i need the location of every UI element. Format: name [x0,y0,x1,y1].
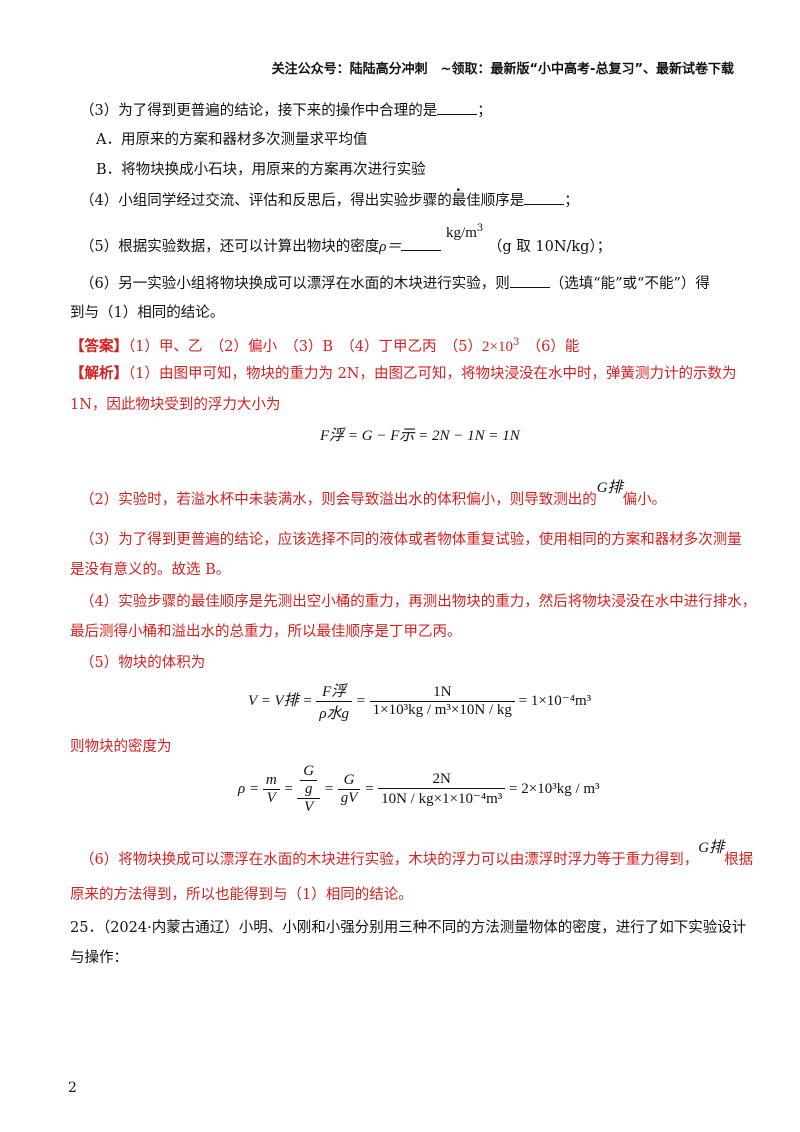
eq3-rho: ρ = [238,781,260,797]
eq3-g: g [304,781,313,797]
analysis-4-line1: （4）实验步骤的最佳顺序是先测出空小桶的重力，再测出物块的重力，然后将物块浸没在… [80,594,757,610]
analysis-2-end: 偏小。 [622,492,667,508]
q3-option-b: B．将物块换成小石块，用原来的方案再次进行实验 [96,162,426,178]
eq2-f2-num: 1N [369,684,515,702]
question-6-line1: （6）另一实验小组将物块换成可以漂浮在水面的木块进行实验，则 （选填“能”或“不能… [80,273,710,294]
question-4: （4）小组同学经过交流、评估和反思后，得出实验步骤的最佳顺序是 ； [80,190,579,211]
q6-text: （6）另一实验小组将物块换成可以漂浮在水面的木块进行实验，则 [80,276,510,292]
eq3-den: 10N / kg×1×10⁻⁴m³ [381,791,503,807]
eq2-f1-den: ρ水g [319,706,350,722]
answer-6: （6）能 [519,338,580,355]
answer-label: 【答案】 [70,337,128,355]
q3-blank [437,100,478,115]
q4-emphasis: 最佳 [452,193,481,209]
eq3-G2: G [337,772,361,790]
equation-buoyancy: F浮 = G − F示 = 2N − 1N = 1N [320,428,520,444]
q5-unit: kg/m [446,224,477,241]
eq3-v: V [266,790,276,806]
answer-5-value: 2×10 [482,338,513,355]
q5-g-note: （g 取 10N/kg）； [487,238,612,255]
eq3-numeric-fraction: 2N 10N / kg×1×10⁻⁴m³ [378,771,506,808]
answer-text: （1）甲、乙 （2）偏小 （3）B （4）丁甲乙丙 （5） [128,338,483,355]
q5-text: （5）根据实验数据，还可以计算出物块的密度 [80,238,380,255]
answer-line: 【答案】（1）甲、乙 （2）偏小 （3）B （4）丁甲乙丙 （5）2×103 （… [70,333,579,357]
eq2-equals: = [355,692,366,709]
q4-blank [524,190,565,205]
q3-end: ； [477,103,492,119]
question-25-line1: 25．（2024·内蒙古通辽）小明、小刚和小强分别用三种不同的方法测量物体的密度… [70,920,747,936]
analysis-5-line1: （5）物块的体积为 [80,655,206,671]
analysis-2: （2）实验时，若溢水杯中未装满水，则会导致溢出水的体积偏小，则导致测出的G排偏小… [80,480,667,510]
q3-option-a: A．用原来的方案和器材多次测量求平均值 [96,132,368,148]
q5-rho: ρ＝ [379,238,402,255]
eq3-right: = 2×10³kg / m³ [509,781,600,797]
analysis-6-line1: （6）将物块换成可以漂浮在水面的木块进行实验，木块的浮力可以由漂浮时浮力等于重力… [80,840,754,870]
q4-post: 顺序是 [480,193,525,209]
analysis-6-symbol: G排 [698,840,725,856]
q6-end: （选填“能”或“不能”）得 [549,276,710,292]
answer-5-exp: 3 [513,337,520,348]
analysis-6-text: （6）将物块换成可以漂浮在水面的木块进行实验，木块的浮力可以由漂浮时浮力等于重力… [80,852,699,868]
eq2-f1-num: F浮 [316,680,353,702]
eq3-gV: gV [340,790,358,806]
eq3-m: m [262,772,280,790]
question-6-line2: 到与（1）相同的结论。 [70,305,225,321]
eq2-left: V = V排 = [248,692,313,709]
analysis-1-line2: 1N，因此物块受到的浮力大小为 [70,397,281,413]
analysis-5-line2: 则物块的密度为 [70,739,172,755]
q5-unit-exp: 3 [476,223,484,234]
analysis-1-text: （1）由图甲可知，物块的重力为 2N，由图乙可知，将物块浸没在水中时，弹簧测力计… [128,366,737,382]
question-5: （5）根据实验数据，还可以计算出物块的密度ρ＝ kg/m3 （g 取 10N/k… [80,223,612,257]
question-3: （3）为了得到更普遍的结论，接下来的操作中合理的是 ； [80,100,492,121]
analysis-6-line2: 原来的方法得到，所以也能得到与（1）相同的结论。 [70,887,413,903]
analysis-4-line2: 最后测得小桶和溢出水的总重力，所以最佳顺序是丁甲乙丙。 [70,624,462,640]
analysis-2-symbol: G排 [596,480,623,496]
q6-blank [509,273,550,288]
analysis-2-text: （2）实验时，若溢水杯中未装满水，则会导致溢出水的体积偏小，则导致测出的 [80,492,597,508]
eq2-f2-den: 1×10³kg / m³×10N / kg [372,702,512,718]
eq2-fraction-1: F浮 ρ水g [316,680,353,723]
q4-text: （4）小组同学经过交流、评估和反思后，得出实验步骤的 [80,193,452,209]
eq2-right: = 1×10⁻⁴m³ [518,692,592,709]
eq3-2N: 2N [378,771,506,789]
analysis-1-line1: 【解析】（1）由图甲可知，物块的重力为 2N，由图乙可知，将物块浸没在水中时，弹… [70,364,737,384]
q4-end: ； [564,193,579,209]
analysis-label: 【解析】 [70,365,128,382]
page-number: 2 [68,1080,77,1096]
q3-text: （3）为了得到更普遍的结论，接下来的操作中合理的是 [80,103,438,119]
analysis-6-end: 根据 [724,852,754,868]
eq3-G: G [300,763,318,781]
page-header: 关注公众号：陆陆高分冲刺 ~领取：最新版“小中高考-总复习”、最新试卷下载 [271,62,734,77]
question-25-line2: 与操作： [70,950,128,966]
eq3-compound-den: V [304,799,314,815]
q5-blank [401,236,442,251]
analysis-3-line1: （3）为了得到更普遍的结论，应该选择不同的液体或者物体重复试验，使用相同的方案和… [80,532,742,548]
analysis-3-line2: 是没有意义的。故选 B。 [70,562,231,578]
